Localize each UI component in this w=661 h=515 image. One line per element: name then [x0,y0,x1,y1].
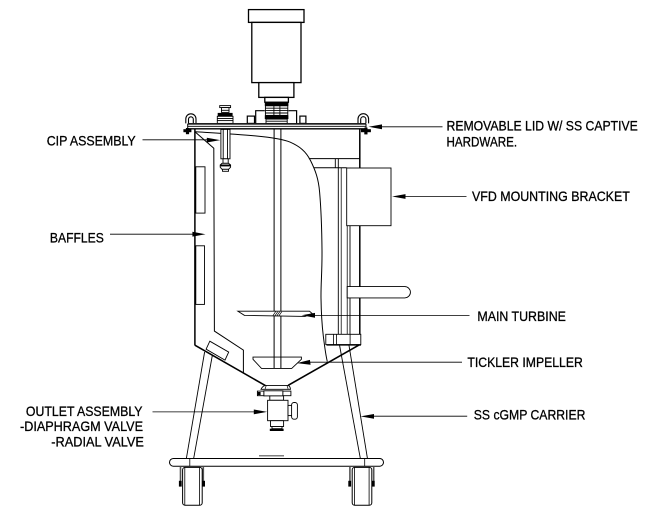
svg-text:TICKLER IMPELLER: TICKLER IMPELLER [467,354,582,370]
svg-text:REMOVABLE LID W/ SS CAPTIVE: REMOVABLE LID W/ SS CAPTIVE [447,117,638,133]
svg-text:HARDWARE.: HARDWARE. [447,133,518,149]
svg-text:VFD MOUNTING BRACKET: VFD MOUNTING BRACKET [472,188,630,204]
svg-text:OUTLET ASSEMBLY: OUTLET ASSEMBLY [26,403,143,419]
svg-text:CIP ASSEMBLY: CIP ASSEMBLY [47,133,137,149]
svg-text:MAIN TURBINE: MAIN TURBINE [477,308,566,324]
svg-text:SS cGMP CARRIER: SS cGMP CARRIER [474,407,586,423]
svg-text:-DIAPHRAGM VALVE: -DIAPHRAGM VALVE [20,418,143,434]
svg-text:BAFFLES: BAFFLES [50,229,104,245]
svg-text:-RADIAL VALVE: -RADIAL VALVE [51,434,144,450]
